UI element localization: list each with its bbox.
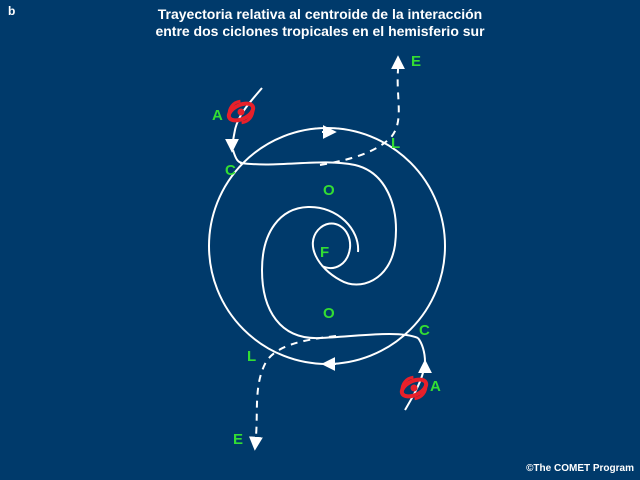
label-c-top: C — [225, 162, 236, 179]
track-bottom-to-circle — [417, 337, 426, 363]
cyclone-icon-bottom — [399, 375, 429, 401]
label-l-top: L — [391, 135, 400, 152]
exit-track-lower — [248, 335, 337, 451]
title-line-2: entre dos ciclones tropicales en el hemi… — [155, 23, 485, 39]
title-line-1: Trayectoria relativa al centroide de la … — [157, 6, 483, 22]
label-c-bottom: C — [419, 322, 430, 339]
incoming-track-bottom — [404, 359, 432, 411]
track-top-to-circle — [232, 149, 243, 164]
cyclone-icon-top — [226, 99, 256, 125]
exit-track-upper — [319, 55, 405, 166]
label-e-top: E — [411, 53, 421, 70]
spiral-track-upper — [239, 161, 397, 286]
label-o-lower: O — [323, 305, 335, 322]
label-l-bottom: L — [247, 348, 256, 365]
label-a-top: A — [212, 107, 223, 124]
label-e-bottom: E — [233, 431, 243, 448]
copyright-credit: ©The COMET Program — [526, 463, 634, 474]
label-a-bottom: A — [430, 378, 441, 395]
spiral-track-lower — [260, 205, 419, 340]
incoming-track-top — [225, 87, 263, 153]
diagram-title: Trayectoria relativa al centroide de la … — [0, 6, 640, 40]
label-f-center: F — [320, 244, 329, 261]
label-o-upper: O — [323, 182, 335, 199]
panel-letter: b — [8, 4, 16, 18]
